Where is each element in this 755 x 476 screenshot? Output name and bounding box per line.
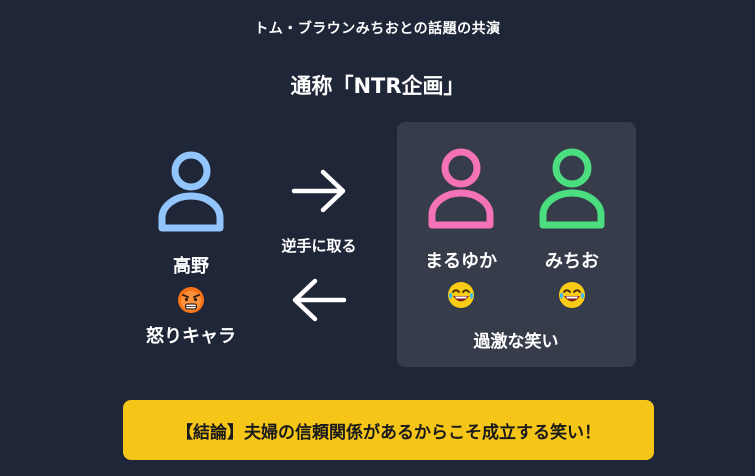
conclusion-banner: 【結論】夫婦の信頼関係があるからこそ成立する笑い！ [123,400,654,460]
laughing-face-icon [446,280,476,310]
takano-role: 怒りキャラ [146,326,236,347]
takano-person-icon [156,150,226,232]
arrow-label: 逆手に取る [281,237,357,255]
michio-person-icon [537,147,607,229]
group-caption: 過激な笑い [473,332,559,352]
maruyuka-person-icon [426,147,496,229]
group-box [397,122,636,367]
arrow-left-icon [291,277,347,327]
angry-face-icon [176,285,206,315]
arrow-right-icon [291,168,347,218]
diagram-subtitle: 通称「NTR企画」 [290,74,465,98]
conclusion-text: 【結論】夫婦の信頼関係があるからこそ成立する笑い！ [176,422,601,443]
takano-name: 高野 [173,256,209,277]
laughing-face-icon [557,280,587,310]
diagram-title: トム・ブラウンみちおとの話題の共演 [254,21,501,37]
michio-name: みちお [545,251,599,272]
maruyuka-name: まるゆか [425,251,497,272]
